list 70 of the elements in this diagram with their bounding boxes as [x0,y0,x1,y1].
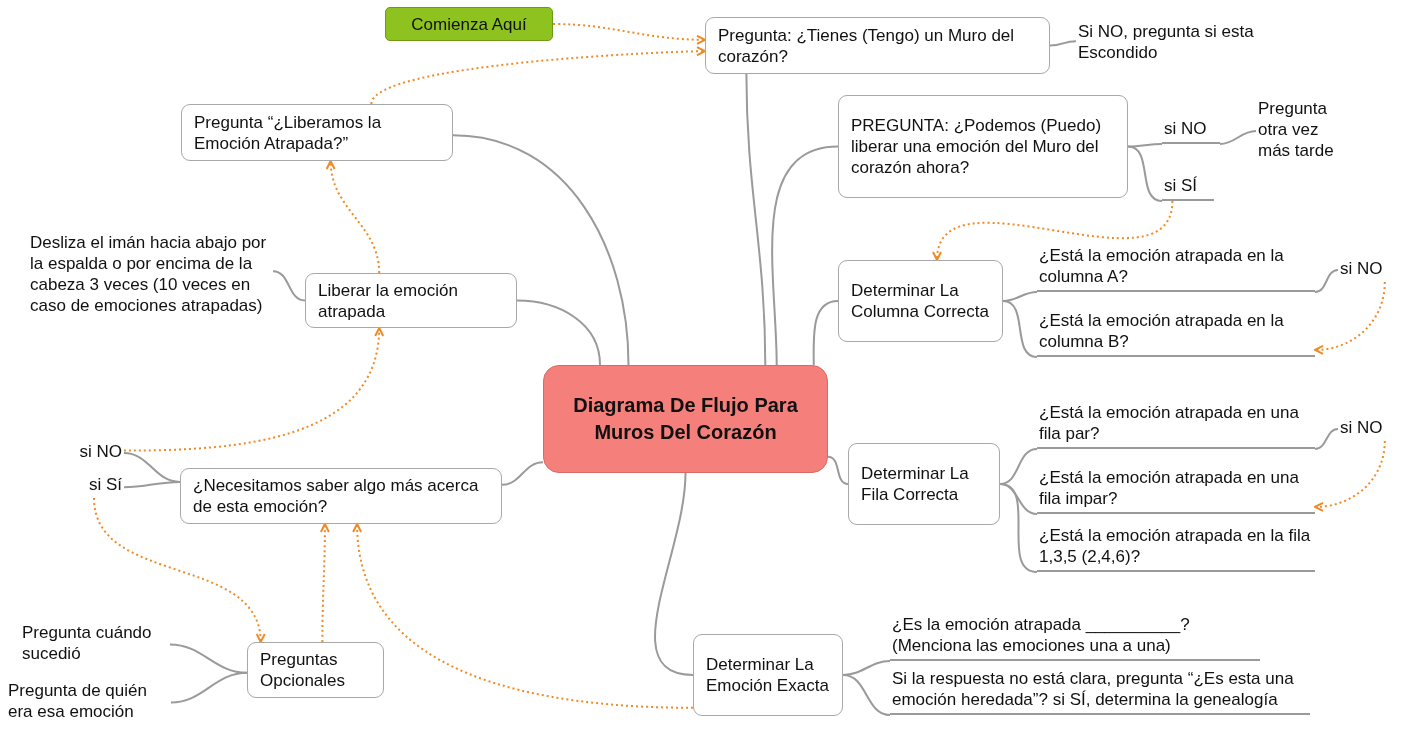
branch-text: Si la respuesta no está clara, pregunta “¿Es esta una emoción heredada”? si SÍ, determina la genealogía [890,668,1310,715]
connector-line [452,134,630,366]
connector-line [1049,40,1077,47]
topic-text: Determinar La Emoción Exacta [706,654,830,696]
connector-line [123,481,181,489]
connector-line [771,145,839,366]
topic-text: Liberar la emoción atrapada [318,279,459,322]
connector-line [827,455,849,485]
start-box [385,7,553,41]
branch-text: si NO [1338,417,1390,441]
connector-line [745,73,767,366]
topic-box [705,17,1050,74]
connector-line [1127,145,1163,202]
central-topic-box [543,365,828,473]
topic-text: Determinar La Fila Correcta [861,463,970,505]
branch-text: ¿Está la emoción atrapada en una fila impar? [1037,467,1315,514]
dashed-arrow [326,160,381,274]
topic-text: Pregunta: ¿Tienes (Tengo) un Muro del corazón? [718,24,1016,67]
connector-line [170,671,248,704]
connector-line [812,300,839,366]
topic-box [305,273,517,328]
branch-text: si NO [1162,118,1220,144]
branch-text: ¿Está la emoción atrapada en la fila 1,3,5 (2,4,6)? [1037,525,1315,572]
connector-line [1314,428,1339,450]
dashed-arrow [1314,281,1386,355]
branch-text: ¿Está la emoción atrapada en la columna A? [1037,245,1315,292]
topic-box [838,95,1128,198]
topic-box [838,260,1003,342]
connector-line [516,299,601,366]
dashed-arrow [1314,440,1386,512]
topic-text: Determinar La Columna Correcta [851,280,990,322]
dashed-arrow [319,523,330,643]
topic-box [180,468,502,524]
connector-line [1127,143,1163,148]
branch-text: si NO [1338,258,1390,282]
dashed-arrow [933,200,1174,261]
topic-text: Pregunta “¿Liberamos la Emoción Atrapada?” [194,111,383,154]
connector-line [272,270,306,302]
central-topic-text: Diagrama De Flujo Para Muros Del Corazón [572,393,799,445]
topic-text: Preguntas Opcionales [260,649,347,691]
branch-text: Desliza el imán hacia abajo por la espalda o por encima de la cabeza 3 veces (10 veces en caso de emociones atrapadas) [28,232,273,319]
topic-text: Comienza Aquí [411,13,527,35]
dashed-arrow [93,497,265,643]
branch-text: ¿Es la emoción atrapada __________? (Menciona las emociones una a una) [890,614,1260,661]
connector-line [654,472,694,676]
topic-text: ¿Necesitamos saber algo más acerca de esta emoción? [193,475,480,517]
branch-text: Pregunta cuándo sucedió [20,622,170,667]
branch-text: Pregunta otra vez más tarde [1256,98,1356,164]
dashed-arrow [370,46,706,105]
branch-text: si SÍ [1162,175,1214,201]
dashed-arrow [552,23,706,45]
connector-line [999,483,1038,573]
connector-line [1314,269,1339,293]
connector-line [501,461,544,486]
topic-box [693,634,843,716]
branch-text: si Sí [74,474,124,498]
topic-box [247,642,384,698]
dashed-arrow [352,523,694,709]
branch-text: ¿Está la emoción atrapada en la columna B? [1037,310,1315,357]
connector-line [1002,300,1038,358]
branch-text: Si NO, pregunta si esta Escondido [1076,21,1326,66]
branch-text: ¿Está la emoción atrapada en una fila par? [1037,402,1315,449]
connector-line [842,674,891,716]
dashed-arrow [123,327,384,452]
topic-box [181,104,453,161]
topic-text: PREGUNTA: ¿Podemos (Puedo) liberar una emoción del Muro del corazón ahora? [851,115,1103,178]
connector-line [1219,130,1257,145]
branch-text: si NO [64,441,124,465]
topic-box [848,443,1000,525]
branch-text: Pregunta de quién era esa emoción [6,680,171,725]
